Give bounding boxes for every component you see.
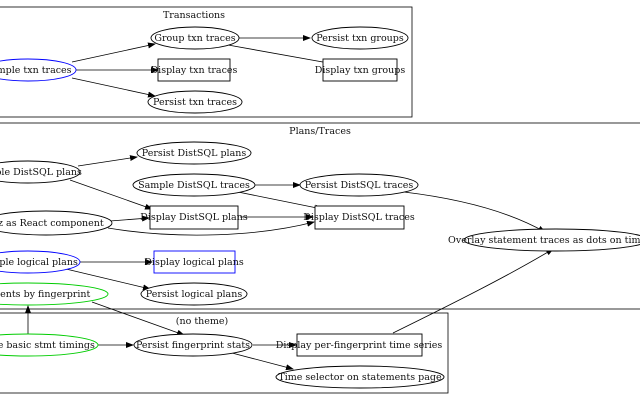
node-sample-distsql-traces[interactable]: Sample DistSQL traces: [132, 173, 256, 197]
node-label-sample-txn-traces: Sample txn traces: [0, 65, 72, 76]
node-display-txn-traces[interactable]: Display txn traces: [151, 58, 238, 82]
node-persist-txn-traces[interactable]: Persist txn traces: [147, 90, 243, 114]
node-measure-basic-stmt-timings[interactable]: Measure basic stmt timings: [0, 333, 99, 357]
node-label-display-per-fingerprint-time-series: Display per-fingerprint time series: [276, 340, 443, 351]
node-label-statements-by-fingerprint: Statements by fingerprint: [0, 289, 91, 300]
node-sample-txn-traces[interactable]: Sample txn traces: [0, 58, 77, 82]
node-label-display-distsql-traces: Display DistSQL traces: [303, 212, 415, 223]
node-display-logical-plans[interactable]: Display logical plans: [144, 250, 244, 274]
edge-sample-txn-to-group-txn: [71, 42, 156, 63]
node-label-group-txn-traces: Group txn traces: [154, 33, 235, 44]
cluster-transactions: Transactions: [0, 6, 413, 118]
node-sample-distsql-plans[interactable]: Sample DistSQL plans: [0, 160, 82, 184]
node-label-display-distsql-plans: Display DistSQL plans: [140, 212, 248, 223]
node-label-persist-txn-traces: Persist txn traces: [153, 97, 237, 108]
node-label-persist-distsql-traces: Persist DistSQL traces: [305, 180, 414, 191]
node-label-measure-basic-stmt-timings: Measure basic stmt timings: [0, 340, 95, 351]
node-label-viz-react: Viz as React component: [0, 218, 104, 229]
edges: [25, 35, 554, 371]
node-label-persist-fingerprint-stats: Persist fingerprint stats: [136, 340, 250, 351]
cluster-label-transactions: Transactions: [163, 10, 225, 21]
node-persist-txn-groups[interactable]: Persist txn groups: [311, 26, 409, 50]
edge-group-txn-to-display-groups: [227, 44, 335, 66]
node-display-txn-groups[interactable]: Display txn groups: [315, 58, 406, 82]
node-sample-logical-plans[interactable]: Sample logical plans: [0, 250, 81, 274]
node-display-distsql-traces[interactable]: Display DistSQL traces: [303, 205, 415, 230]
node-label-display-logical-plans: Display logical plans: [144, 257, 244, 268]
node-time-selector-on-statements-page[interactable]: Time selector on statements page: [275, 365, 445, 389]
node-display-per-fingerprint-time-series[interactable]: Display per-fingerprint time series: [276, 333, 443, 357]
node-group-txn-traces[interactable]: Group txn traces: [150, 26, 240, 50]
node-persist-logical-plans[interactable]: Persist logical plans: [140, 282, 248, 306]
node-label-persist-txn-groups: Persist txn groups: [316, 33, 404, 44]
node-label-persist-distsql-plans: Persist DistSQL plans: [142, 148, 247, 159]
nodes: Sample txn traces Group txn traces Displ…: [0, 26, 640, 389]
node-label-sample-logical-plans: Sample logical plans: [0, 257, 78, 268]
node-label-persist-logical-plans: Persist logical plans: [146, 289, 243, 300]
node-persist-fingerprint-stats[interactable]: Persist fingerprint stats: [133, 333, 253, 357]
edge-display-ts-to-overlay: [392, 248, 554, 334]
cluster-plans-traces: Plans/Traces: [0, 122, 640, 310]
edge-sample-plans-to-display-plans: [69, 179, 153, 210]
edge-viz-to-display-plans: [109, 215, 150, 222]
cluster-label-no-theme: (no theme): [176, 316, 228, 327]
node-persist-distsql-traces[interactable]: Persist DistSQL traces: [299, 173, 419, 197]
cluster-label-plans-traces: Plans/Traces: [289, 126, 351, 137]
node-label-sample-distsql-plans: Sample DistSQL plans: [0, 167, 82, 178]
edge-persist-fp-stats-to-time-selector: [231, 352, 294, 371]
edge-sample-traces-to-display-traces: [237, 191, 323, 211]
node-label-time-selector-on-statements-page: Time selector on statements page: [278, 372, 442, 383]
node-label-overlay-statement-traces: Overlay statement traces as dots on time…: [448, 235, 640, 246]
edge-viz-to-display-traces: [107, 220, 315, 236]
edge-persist-traces-to-overlay: [403, 191, 546, 233]
node-label-sample-distsql-traces: Sample DistSQL traces: [138, 180, 250, 191]
edge-fingerprint-to-persist-fp-stats: [91, 301, 185, 336]
node-label-display-txn-groups: Display txn groups: [315, 65, 406, 76]
edge-sample-plans-to-persist-plans: [77, 155, 138, 167]
cluster-no-theme: (no theme): [0, 312, 449, 394]
edge-sample-txn-to-persist-txn: [71, 77, 156, 98]
node-statements-by-fingerprint[interactable]: Statements by fingerprint: [0, 282, 109, 306]
node-display-distsql-plans[interactable]: Display DistSQL plans: [140, 205, 248, 230]
edge-sample-logical-to-persist-logical: [65, 268, 151, 291]
node-persist-distsql-plans[interactable]: Persist DistSQL plans: [136, 141, 252, 165]
node-overlay-statement-traces[interactable]: Overlay statement traces as dots on time…: [448, 228, 640, 252]
node-label-display-txn-traces: Display txn traces: [151, 65, 238, 76]
node-viz-react[interactable]: Viz as React component: [0, 210, 113, 236]
